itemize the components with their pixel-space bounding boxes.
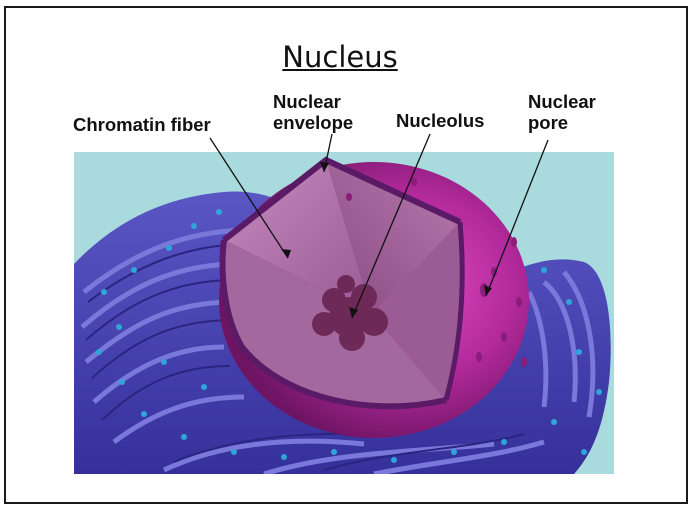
slide: Nucleus Chromatin fiber Nuclear envelope… [0, 0, 694, 511]
leader-lines [0, 0, 694, 511]
